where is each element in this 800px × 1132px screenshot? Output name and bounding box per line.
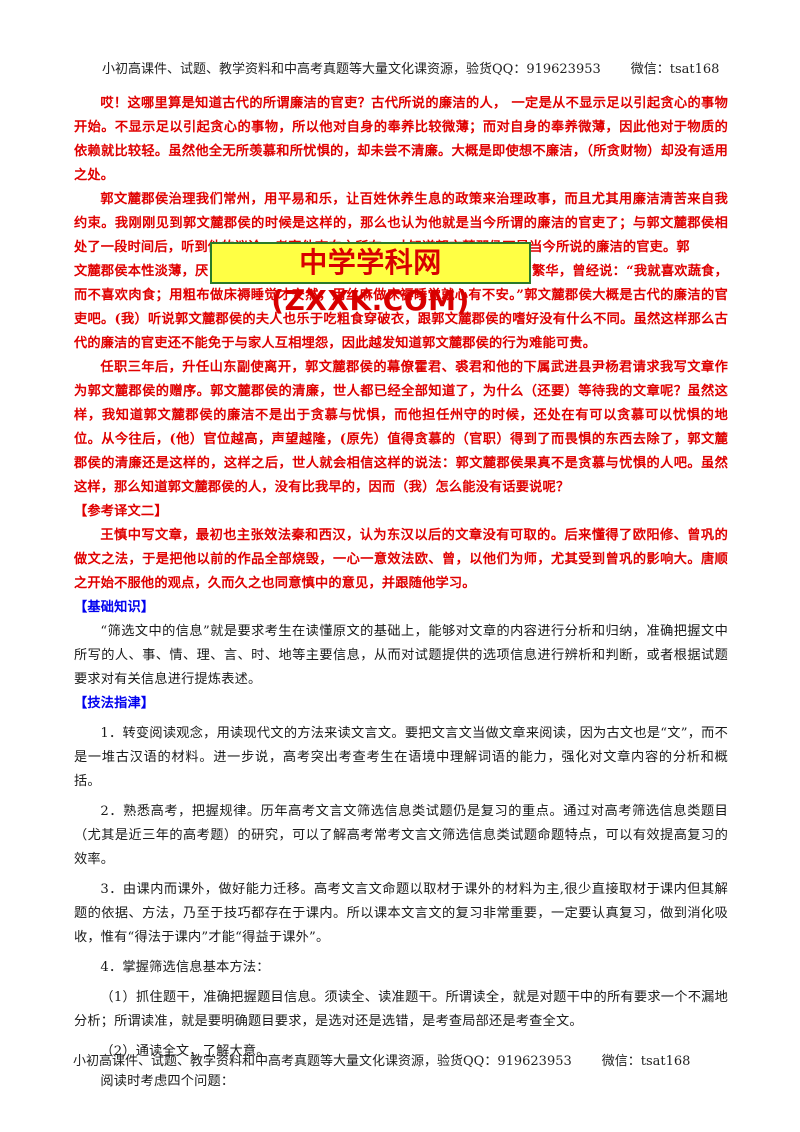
method-item: 4．掌握筛选信息基本方法：	[100, 960, 270, 975]
translation-paragraph-4: 任职三年后，升任山东副使离开，郭文麓郡侯的幕僚霍君、裘君和他的下属武进县尹杨君请…	[74, 360, 728, 495]
method-item: 阅读时考虑四个问题：	[100, 1074, 235, 1089]
footer-text: 小初高课件、试题、教学资料和中高考真题等大量文化课资源，验货QQ：9196239…	[73, 1054, 572, 1069]
section-heading-methods: 【技法指津】	[74, 696, 155, 711]
translation-paragraph-3-rest: 憎繁华，曾经说：“我就喜欢蔬食，而不喜欢肉食；用粗布做床褥睡觉才安然，用丝麻做床…	[74, 264, 728, 351]
translation-paragraph-3: 文麓郡侯本性淡薄，厌憎繁华，曾经说：“我就喜欢蔬食，而不喜欢肉食；用粗布做床褥睡…	[74, 260, 728, 356]
method-item: （2）通读全文，了解大意。	[100, 1044, 270, 1059]
watermark-logo: 中学学科网(ZXXK.COM)	[210, 242, 531, 317]
section-heading-translation2: 【参考译文二】	[74, 504, 168, 519]
method-item: 3．由课内而课外，做好能力迁移。高考文言文命题以取材于课外的材料为主,很少直接取…	[74, 882, 728, 945]
translation2-paragraph: 王慎中写文章，最初也主张效法秦和西汉，认为东汉以后的文章没有可取的。后来懂得了欧…	[74, 528, 728, 591]
method-item: 1．转变阅读观念，用读现代文的方法来读文言文。要把文言文当做文章来阅读，因为古文…	[74, 726, 728, 789]
basics-paragraph: “筛选文中的信息”就是要求考生在读懂原文的基础上，能够对文章的内容进行分析和归纳…	[74, 624, 728, 687]
translation-paragraph-1: 哎！这哪里算是知道古代的所谓廉洁的官吏？古代所说的廉洁的人， 一定是从不显示足以…	[74, 96, 728, 183]
header-wechat: 微信：tsat168	[630, 62, 720, 77]
page-footer: 小初高课件、试题、教学资料和中高考真题等大量文化课资源，验货QQ：9196239…	[73, 1050, 690, 1069]
page-header: 小初高课件、试题、教学资料和中高考真题等大量文化课资源，验货QQ：9196239…	[102, 58, 719, 77]
method-item: 2．熟悉高考，把握规律。历年高考文言文筛选信息类试题仍是复习的重点。通过对高考筛…	[74, 804, 728, 867]
footer-wechat: 微信：tsat168	[601, 1054, 691, 1069]
section-heading-basics: 【基础知识】	[74, 600, 155, 615]
method-item: （1）抓住题干，准确把握题目信息。须读全、读准题干。所谓读全，就是对题干中的所有…	[74, 990, 728, 1029]
header-text: 小初高课件、试题、教学资料和中高考真题等大量文化课资源，验货QQ：9196239…	[102, 62, 601, 77]
translation-paragraph-3-start: 文麓郡侯本性淡薄，厌	[74, 264, 209, 279]
